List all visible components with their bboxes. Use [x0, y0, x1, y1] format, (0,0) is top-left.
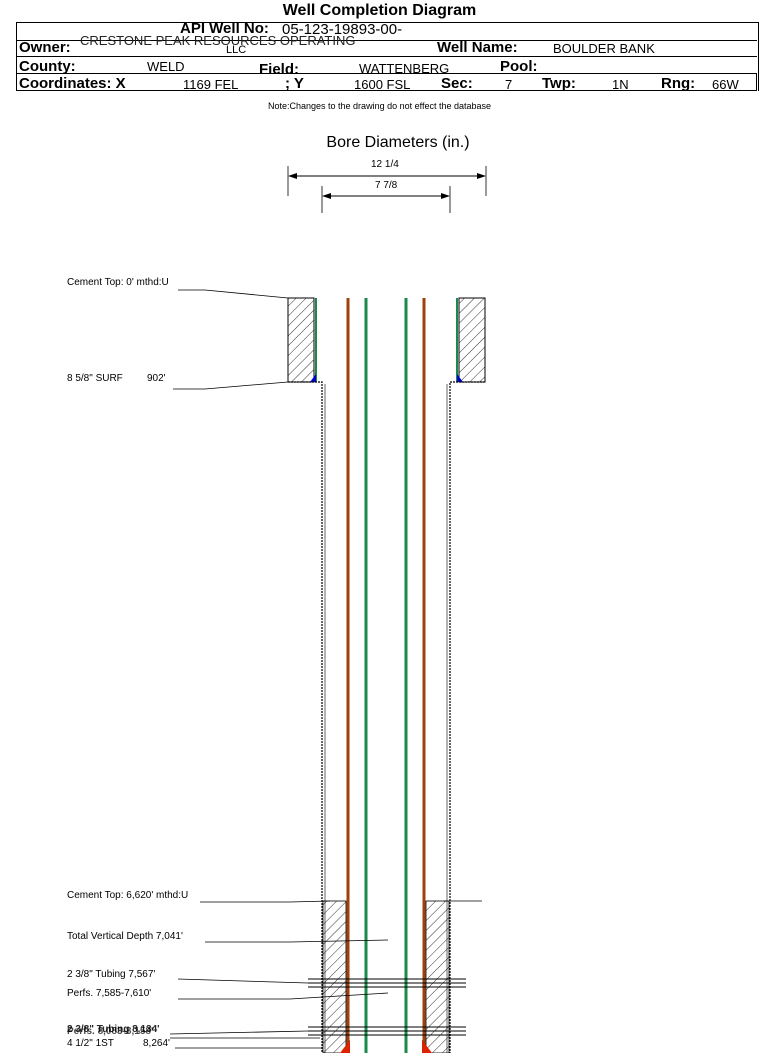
tubing-strings: [346, 298, 426, 1053]
field-value: WATTENBERG: [359, 61, 450, 76]
api-value: 05-123-19893-00-: [282, 21, 403, 38]
sec-value: 7: [505, 77, 513, 92]
pool-label: Pool:: [500, 58, 538, 75]
label-cement-top-1: Cement Top: 0' mthd:U: [67, 277, 169, 288]
owner-value-line1: CRESTONE PEAK RESOURCES OPERATING: [80, 33, 356, 48]
twp-value: 1N: [612, 77, 629, 92]
coord-label: Coordinates: X: [19, 75, 126, 92]
row-coords: [16, 57, 757, 74]
twp-label: Twp:: [542, 75, 576, 92]
surface-cement: [287, 297, 486, 383]
rng-value: 66W: [712, 77, 739, 92]
leader-lines: [169, 289, 482, 1049]
label-surf-depth: 902': [147, 373, 166, 384]
label-prod-casing: 4 1/2" 1ST: [67, 1038, 114, 1049]
y-value: 1600 FSL: [354, 77, 411, 92]
api-label: API Well No:: [180, 20, 269, 37]
row-coords-bottom: [16, 74, 757, 91]
owner-label: Owner:: [19, 39, 71, 56]
county-label: County:: [19, 58, 76, 75]
well-name-value: BOULDER BANK: [553, 41, 655, 56]
sec-label: Sec:: [441, 75, 473, 92]
label-tubing-2: 2 3/8" Tubing 8,134': [67, 1024, 160, 1035]
label-prod-depth: 8,264': [143, 1038, 170, 1049]
production-cement: [322, 900, 450, 1053]
dimension-lines: [287, 166, 487, 213]
owner-value-line2: LLC: [226, 44, 247, 56]
county-value: WELD: [147, 59, 185, 74]
page-title: Well Completion Diagram: [282, 2, 477, 19]
well-name-label: Well Name:: [437, 39, 518, 56]
bore-diameter-1: 12 1/4: [371, 159, 399, 170]
perforation-marks: [308, 978, 466, 1036]
label-perfs-1: Perfs. 7,585-7,610': [67, 988, 152, 999]
label-cement-top-2: Cement Top: 6,620' mthd:U: [67, 890, 189, 901]
row-county: [16, 40, 757, 57]
field-label: Field:: [259, 61, 299, 78]
bore-title: Bore Diameters (in.): [326, 134, 470, 151]
rng-label: Rng:: [661, 75, 696, 92]
shoe-right: [422, 1040, 432, 1053]
label-tvd: Total Vertical Depth 7,041': [67, 931, 183, 942]
y-label: ; Y: [285, 75, 304, 92]
label-tubing-1: 2 3/8" Tubing 7,567': [67, 969, 156, 980]
label-surf-casing: 8 5/8" SURF: [67, 373, 123, 384]
label-perfs-2: Perfs. 8,083-8,158': [67, 1026, 154, 1037]
x-value: 1169 FEL: [183, 77, 239, 92]
bore-diameter-2: 7 7/8: [375, 180, 398, 191]
production-hole: [288, 381, 485, 1053]
row-owner: [16, 22, 757, 41]
note: Note:Changes to the drawing do not effec…: [268, 101, 491, 111]
shoe-left: [340, 1040, 350, 1053]
